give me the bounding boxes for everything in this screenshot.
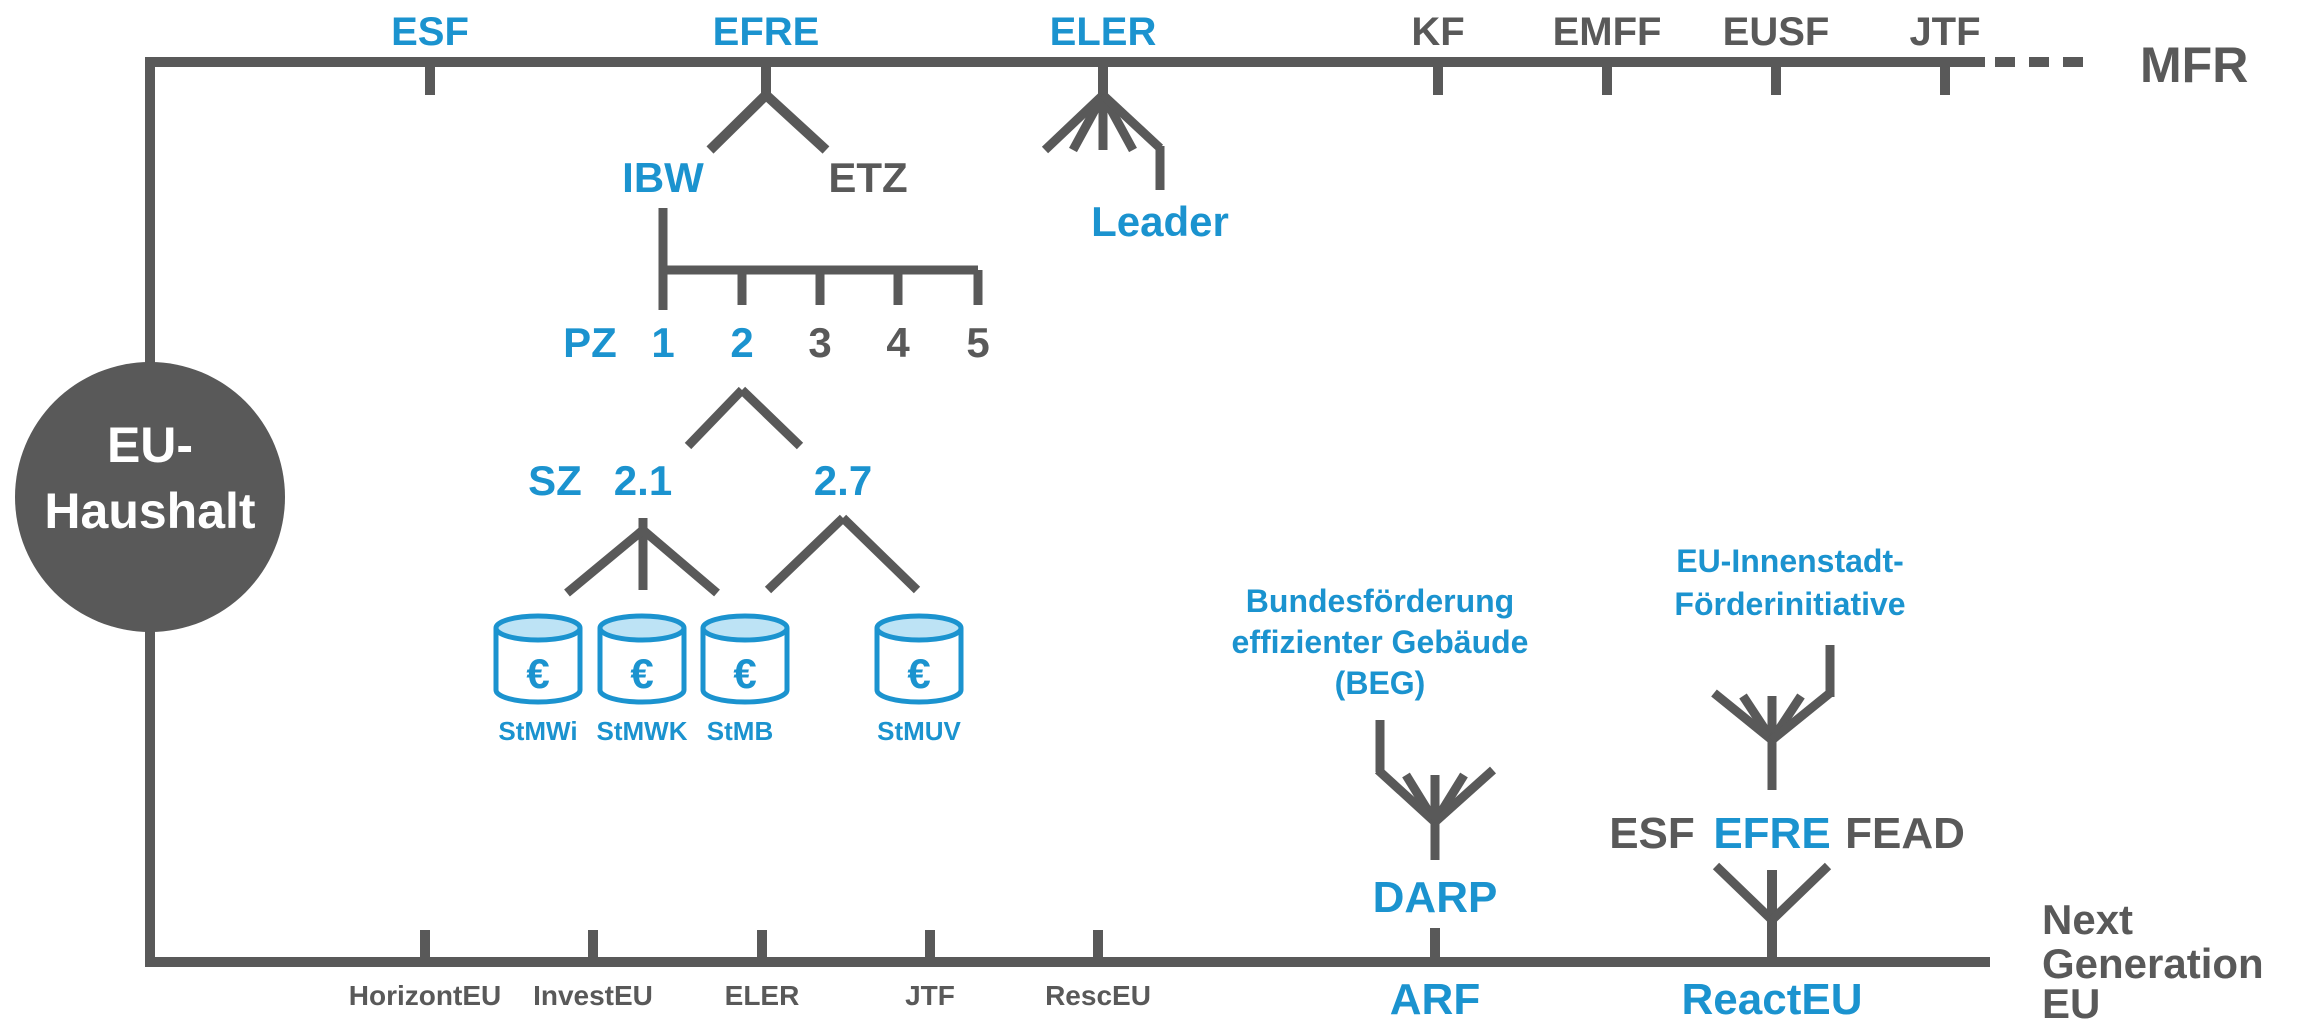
beg-ray-right: [1431, 766, 1497, 826]
euro-icon: €: [630, 650, 653, 697]
sz27-to-stmuv: [839, 514, 921, 594]
beg-label-line3: (BEG): [1335, 665, 1426, 701]
fund-efre: EFRE: [713, 10, 820, 54]
initiative-label-line2: Förderinitiative: [1674, 586, 1905, 622]
euro-icon: €: [733, 650, 756, 697]
arf-branch: DARP Bundesförderung effizienter Gebäude…: [1232, 583, 1529, 962]
efre-to-ibw: [706, 91, 770, 154]
fund-eusf: EUSF: [1723, 10, 1830, 54]
efre-branch: IBW ETZ PZ 1 2 3 4 5 SZ 2.1 2.7: [528, 62, 990, 597]
fund-cylinder-stmb: € StMB: [700, 613, 790, 746]
beg-label-line2: effizienter Gebäude: [1232, 624, 1529, 660]
instrument-eler: ELER: [725, 980, 800, 1011]
fund-cylinder-stmwk: € StMWK: [597, 613, 688, 746]
fund-cylinder-stmwi: € StMWi: [493, 613, 583, 746]
ministry-stmb: StMB: [707, 716, 773, 746]
initiative-label-line1: EU-Innenstadt-: [1676, 543, 1904, 579]
fund-esf: ESF: [391, 10, 469, 54]
ngeu-instruments: HorizontEU InvestEU ELER JTF RescEU ARF …: [349, 896, 2264, 1021]
instrument-reacteu: ReactEU: [1682, 975, 1863, 1021]
instrument-horizonteu: HorizontEU: [349, 980, 501, 1011]
ministry-stmuv: StMUV: [877, 716, 961, 746]
priority-1: 1: [651, 319, 674, 366]
euro-icon: €: [907, 650, 930, 697]
ngeu-label-line3: EU: [2042, 980, 2100, 1021]
sz21-to-stmb: [640, 526, 720, 597]
euro-icon: €: [526, 650, 549, 697]
beg-ray-2: [1402, 772, 1439, 825]
ministry-stmwk: StMWK: [597, 716, 688, 746]
darp-label: DARP: [1373, 873, 1498, 922]
eu-budget-label-line2: Haushalt: [44, 483, 256, 539]
priority-5: 5: [966, 319, 989, 366]
fund-emff: EMFF: [1553, 10, 1662, 54]
reacteu-ray-left: [1712, 862, 1776, 924]
ngeu-label-line1: Next: [2042, 896, 2133, 943]
fund-eler: ELER: [1050, 10, 1157, 54]
etz-label: ETZ: [828, 154, 907, 201]
fund-cylinder-stmuv: € StMUV: [874, 613, 964, 746]
mfr-funds: ESF EFRE ELER KF EMFF EUSF JTF MFR: [391, 10, 2248, 95]
initiative-ray-right: [1769, 689, 1833, 744]
pz2-to-sz21: [684, 386, 746, 450]
instrument-investeu: InvestEU: [533, 980, 653, 1011]
initiative-ray-2: [1739, 693, 1776, 743]
eu-budget-circle: [15, 362, 285, 632]
priority-prefix: PZ: [563, 319, 617, 366]
react-fund-fead: FEAD: [1845, 809, 1965, 858]
instrument-arf: ARF: [1390, 975, 1480, 1021]
pz2-to-sz27: [738, 386, 804, 450]
eler-ray-2: [1069, 92, 1107, 153]
leader-label: Leader: [1091, 198, 1229, 245]
ibw-label: IBW: [622, 154, 704, 201]
ngeu-label-line2: Generation: [2042, 940, 2264, 987]
eler-branch: Leader: [1041, 62, 1229, 245]
fund-jtf: JTF: [1909, 10, 1980, 54]
beg-label-line1: Bundesförderung: [1246, 583, 1514, 619]
instrument-resceu: RescEU: [1045, 980, 1151, 1011]
ministry-funds: € StMWi € StMWK € StMB € StMUV: [493, 613, 964, 746]
reacteu-ray-right: [1768, 862, 1832, 924]
sz-prefix: SZ: [528, 457, 582, 504]
sz21-to-stmwi: [564, 526, 646, 597]
priority-4: 4: [886, 319, 910, 366]
sz-2-7: 2.7: [814, 457, 872, 504]
eu-budget-label-line1: EU-: [107, 417, 193, 473]
eu-budget-node: EU- Haushalt: [15, 362, 285, 632]
sz-2-1: 2.1: [614, 457, 672, 504]
mfr-label: MFR: [2140, 37, 2248, 93]
priority-2: 2: [730, 319, 753, 366]
efre-to-etz: [762, 91, 830, 154]
priority-3: 3: [808, 319, 831, 366]
instrument-jtf: JTF: [905, 980, 955, 1011]
react-fund-efre: EFRE: [1713, 809, 1830, 858]
reacteu-branch: ESF EFRE FEAD EU-Innenstadt- Förderiniti…: [1609, 543, 1965, 962]
fund-kf: KF: [1411, 10, 1464, 54]
ministry-stmwi: StMWi: [498, 716, 577, 746]
eler-to-leader: [1099, 91, 1164, 152]
react-fund-esf: ESF: [1609, 809, 1695, 858]
sz27-to-stmb: [764, 514, 847, 594]
